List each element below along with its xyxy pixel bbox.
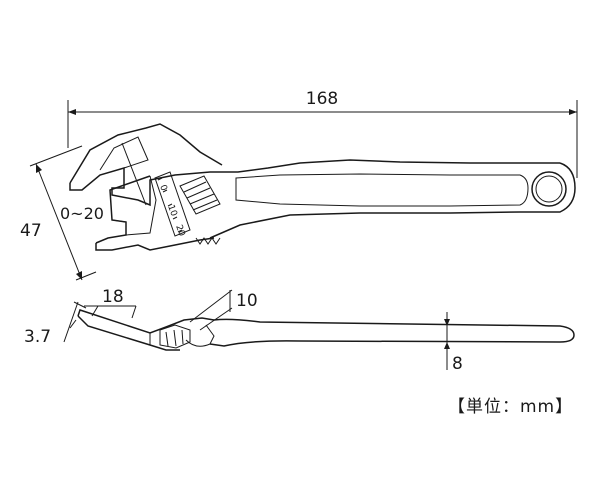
side-handle-outline [209,318,575,347]
jaw-tip-ext [63,301,79,343]
wrench-side-view: 18 3.7 10 8 [24,287,575,374]
wrench-top-view: 168 47 0~20 0 10 20 [20,89,578,281]
worm-thread [189,193,215,205]
height-arrow-bottom [76,271,82,280]
scale-mark-20: 20 [173,224,186,238]
worm-thread [192,199,218,211]
overall-length-label: 168 [306,89,338,109]
handle-outline [209,162,576,239]
scale-mark-0: 0 [157,184,168,193]
scale-tick [177,229,183,233]
jaw-thickness-ext [131,305,137,319]
side-worm-line [181,329,184,345]
upper-jaw-back [69,123,223,184]
length-arrow-left [68,109,76,115]
lower-jaw-outline [95,237,215,251]
length-arrow-right [569,109,577,115]
upper-jaw-edge [121,142,147,206]
head-thickness-label: 10 [236,291,258,311]
height-extension-bottom [75,271,97,281]
worm-thread [186,187,211,199]
overall-height-label: 47 [20,221,42,241]
scale-mark-10: 10 [165,204,178,218]
unit-bracket-open: 【 [448,397,466,417]
side-worm [159,324,191,349]
jaw-opening-label: 0~20 [60,204,104,223]
lower-jaw-body [95,175,151,244]
lower-jaw-face [125,175,157,236]
unit-text: 単位： [466,397,520,417]
worm-gear [179,175,221,215]
handle-groove [235,173,529,207]
side-worm-line [165,331,169,347]
hanging-hole [531,171,567,207]
side-jaw-bottom [77,315,180,351]
side-jaw-top [77,309,215,334]
unit-value: mm [520,397,556,417]
scale-tick [157,177,163,181]
unit-bracket-close: 】 [555,397,574,417]
upper-jaw-face [99,136,149,171]
side-worm-line [173,329,177,347]
handle-thickness-arrow-bottom [444,342,450,349]
unit-label: 【単位：mm】 [448,392,573,417]
lower-jaw-tip-line [111,219,127,223]
jaw-tip-label: 3.7 [24,327,51,347]
hanging-hole-inner [535,175,563,203]
scale-strip [154,171,191,237]
head-thickness-ext [199,307,233,331]
height-extension-top [29,145,83,167]
height-arrow-top [36,164,42,173]
height-dimension-line [35,163,83,281]
scale-tick [162,189,168,193]
upper-jaw-outline [69,159,560,207]
head-thickness-ext [189,289,233,323]
rack-teeth [195,237,221,245]
scale-tick [172,216,178,220]
worm-thread [183,181,207,193]
jaw-thickness-ext [73,301,87,309]
handle-thickness-label: 8 [452,354,463,374]
jaw-thickness-label: 18 [102,287,124,307]
handle-thickness-arrow-top [444,319,450,326]
jaw-tip-ext [69,319,77,329]
scale-tick [167,203,173,207]
